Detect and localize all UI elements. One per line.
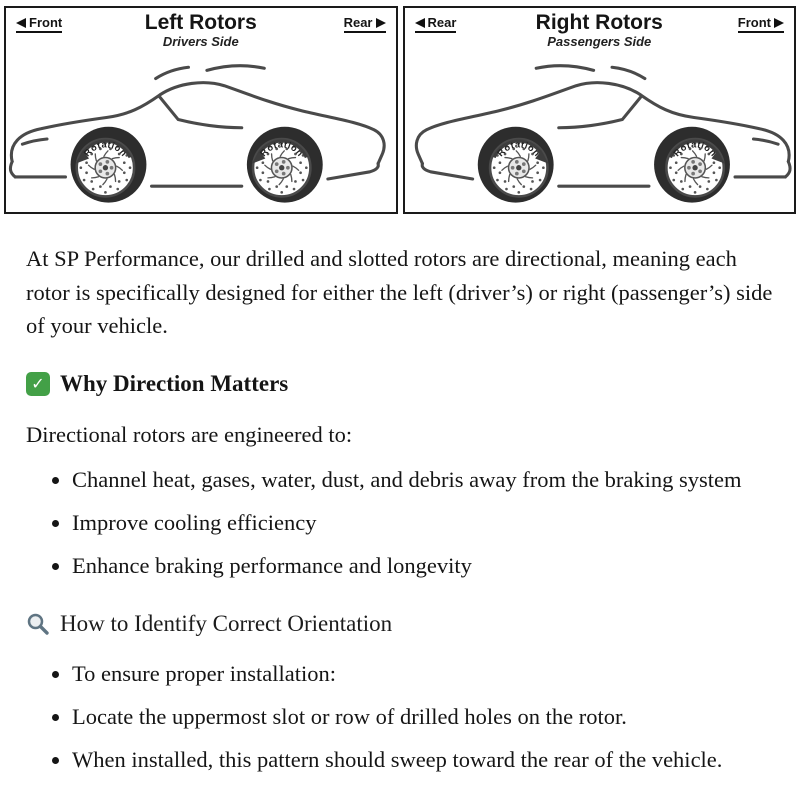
right-panel-header: Rear Right Rotors Passengers Side Front <box>405 8 795 56</box>
rear-direction-label: Rear <box>343 15 386 33</box>
panel-subtitle: Drivers Side <box>162 34 239 50</box>
right-rotors-panel: Rear Right Rotors Passengers Side Front … <box>402 6 796 214</box>
front-direction-label: Front <box>737 15 784 33</box>
left-car-illustration: Rotation Rotation <box>6 56 396 212</box>
left-panel-header: Front Left Rotors Drivers Side Rear <box>6 8 396 56</box>
list-item: Locate the uppermost slot or row of dril… <box>72 700 774 734</box>
panel-subtitle: Passengers Side <box>547 34 652 50</box>
rotation-arrow-icon <box>710 150 725 164</box>
left-panel-title-block: Left Rotors Drivers Side <box>6 11 396 50</box>
panel-title: Left Rotors <box>144 11 257 34</box>
check-icon: ✓ <box>26 372 50 397</box>
article-body: At SP Performance, our drilled and slott… <box>0 224 800 777</box>
rotation-arrow-icon <box>251 150 266 164</box>
rear-direction-label: Rear <box>414 15 457 33</box>
heading-text: How to Identify Correct Orientation <box>60 610 393 636</box>
arrow-right-icon <box>774 17 784 28</box>
right-car-illustration: Rotation Rotation <box>405 56 795 212</box>
arrow-right-icon <box>375 17 386 28</box>
list-item: Channel heat, gases, water, dust, and de… <box>72 463 774 497</box>
direction-label-text: Rear <box>427 15 457 30</box>
section-heading-identify-orientation: How to Identify Correct Orientation <box>26 607 774 642</box>
lead-paragraph: Directional rotors are engineered to: <box>26 421 353 447</box>
list-item: Enhance braking performance and longevit… <box>72 549 774 583</box>
list-item: To ensure proper installation: <box>72 657 774 691</box>
heading-text: Why Direction Matters <box>60 371 289 397</box>
panel-title: Right Rotors <box>535 11 663 34</box>
section-heading-why-direction-matters: ✓ Why Direction Matters <box>26 367 774 402</box>
orientation-steps-list: To ensure proper installation: Locate th… <box>26 657 774 776</box>
right-panel-title-block: Right Rotors Passengers Side <box>405 11 795 50</box>
front-direction-label: Front <box>16 15 63 33</box>
direction-label-text: Rear <box>343 15 373 30</box>
arrow-left-icon <box>16 17 26 28</box>
left-rotors-panel: Front Left Rotors Drivers Side Rear Rota… <box>4 6 398 214</box>
list-item: Improve cooling efficiency <box>72 506 774 540</box>
rotation-arrow-icon <box>534 150 549 164</box>
list-item: When installed, this pattern should swee… <box>72 743 774 777</box>
magnifier-icon <box>27 613 49 635</box>
benefits-list: Channel heat, gases, water, dust, and de… <box>26 463 774 582</box>
direction-label-text: Front <box>737 15 771 30</box>
rotation-arrow-icon <box>75 150 90 164</box>
direction-label-text: Front <box>29 15 63 30</box>
rotor-direction-diagram: Front Left Rotors Drivers Side Rear Rota… <box>4 6 796 214</box>
arrow-left-icon <box>414 17 425 28</box>
intro-paragraph: At SP Performance, our drilled and slott… <box>26 245 773 339</box>
